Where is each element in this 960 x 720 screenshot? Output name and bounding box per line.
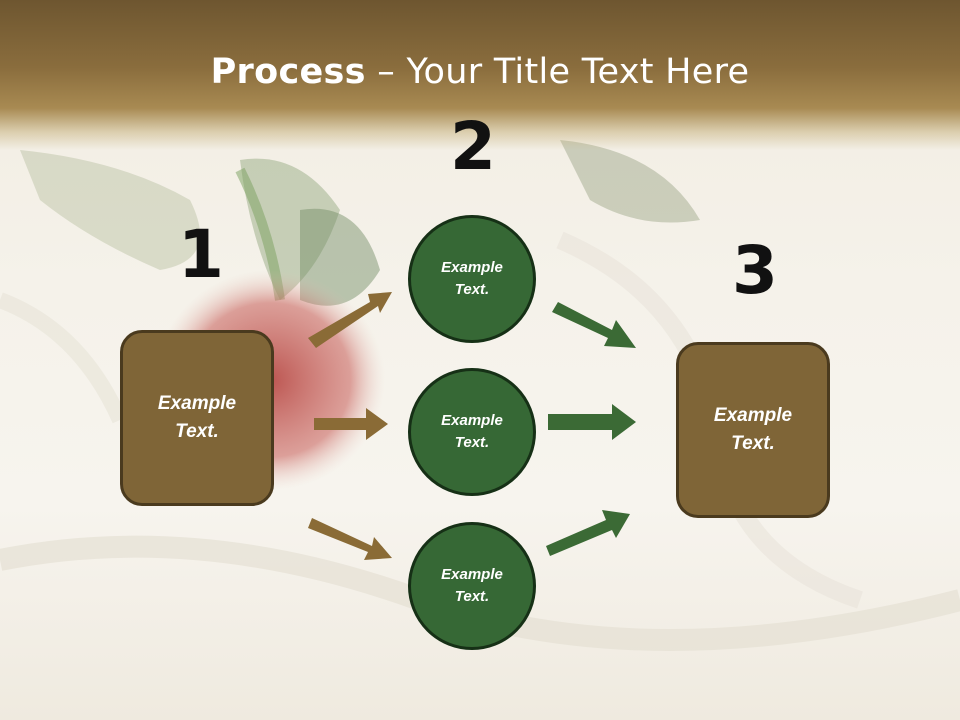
arrow-top-to-right [552, 302, 636, 348]
title-bold-text: Process [210, 52, 366, 92]
top-process-circle: Example Text. [408, 215, 536, 343]
step-number-1: 1 [178, 216, 224, 293]
title-rest-text: – Your Title Text Here [365, 52, 750, 92]
leaf-shape [240, 158, 340, 300]
leaf-shape [560, 140, 700, 223]
left-process-box: Example Text. [120, 330, 274, 506]
middle-circle-label: Example Text. [441, 412, 503, 451]
left-box-label: Example Text. [157, 393, 237, 442]
arrow-bottom-to-right [546, 510, 630, 556]
step-number-2: 2 [450, 108, 496, 185]
middle-process-circle: Example Text. [408, 368, 536, 496]
top-circle-label: Example Text. [441, 259, 503, 298]
satin-fold [0, 292, 128, 424]
step-number-3: 3 [732, 232, 778, 309]
arrow-middle-to-right [548, 404, 636, 440]
right-box-label: Example Text. [713, 405, 793, 454]
right-process-box: Example Text. [676, 342, 830, 518]
bottom-process-circle: Example Text. [408, 522, 536, 650]
arrow-left-to-middle [314, 408, 388, 440]
arrow-left-to-bottom [308, 518, 392, 560]
title-banner [0, 0, 960, 150]
bottom-circle-label: Example Text. [441, 566, 503, 605]
arrow-left-to-top [308, 292, 392, 348]
leaf-shape [20, 150, 200, 270]
slide-title: Process – Your Title Text Here [0, 52, 960, 92]
